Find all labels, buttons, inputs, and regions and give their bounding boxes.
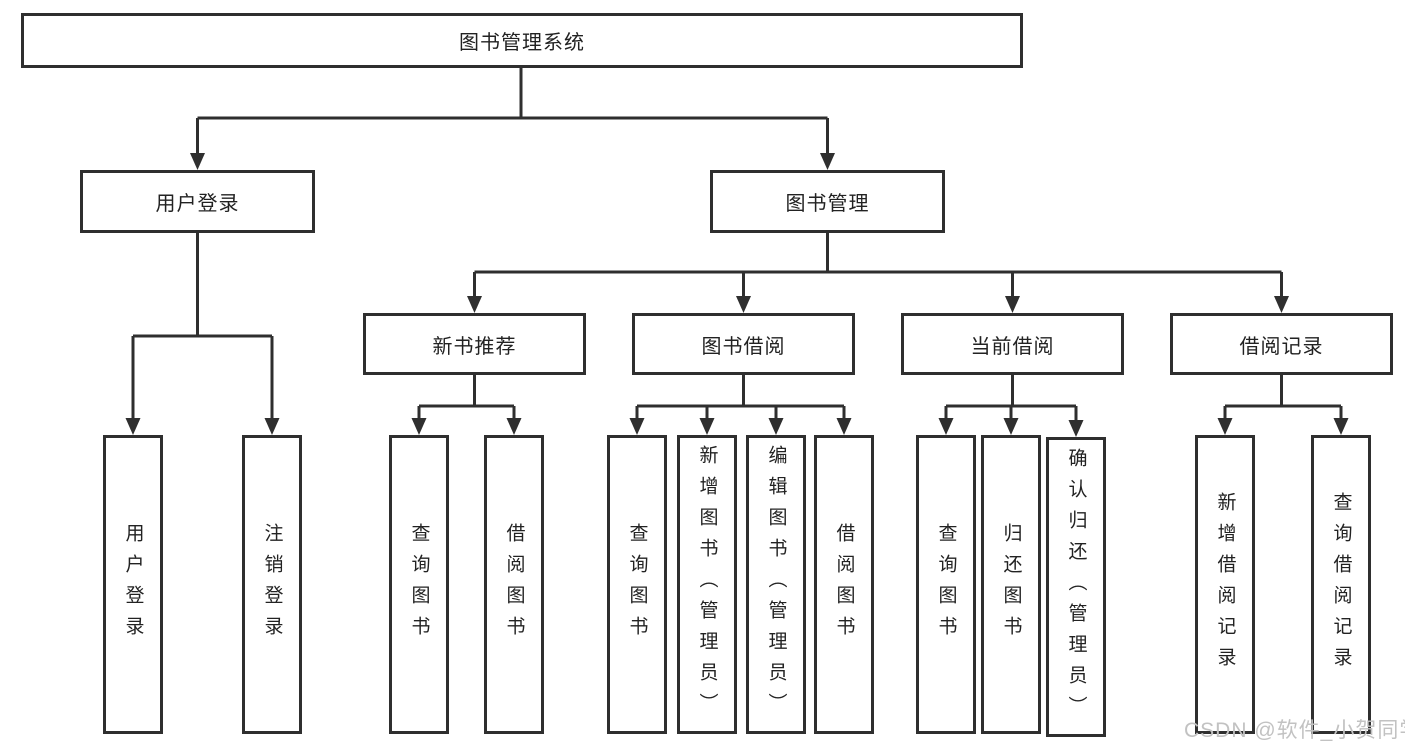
leaf-record-add-borrow-record: 新增借阅记录 [1195,435,1255,734]
node-book-borrowing: 图书借阅 [632,313,855,375]
connector-book-borrow-children [629,375,852,435]
connector-current-borrow-children [938,375,1084,437]
node-book-management: 图书管理 [710,170,945,233]
node-new-book-recommendation: 新书推荐 [363,313,586,375]
node-user-login: 用户登录 [80,170,315,233]
connector-book-management-sections [467,233,1289,313]
leaf-newbook-borrow-books: 借阅图书 [484,435,544,734]
node-current-borrowing: 当前借阅 [901,313,1124,375]
connector-new-book-children [411,375,522,435]
connector-root-to-level2 [190,68,835,170]
leaf-borrow-edit-books-admin: 编辑图书（管理员） [746,435,806,734]
leaf-current-confirm-return-admin: 确认归还（管理员） [1046,437,1106,737]
connector-borrow-record-children [1217,375,1349,435]
leaf-borrow-borrow-books: 借阅图书 [814,435,874,734]
connector-user-login-children [125,233,280,435]
leaf-borrow-query-books: 查询图书 [607,435,667,734]
node-library-management-system: 图书管理系统 [21,13,1023,68]
csdn-watermark: CSDN @软件_小贺同学 [1184,719,1405,742]
leaf-record-query-borrow-record: 查询借阅记录 [1311,435,1371,734]
leaf-newbook-query-books: 查询图书 [389,435,449,734]
leaf-borrow-add-books-admin: 新增图书（管理员） [677,435,737,734]
node-borrowing-records: 借阅记录 [1170,313,1393,375]
leaf-user-login: 用户登录 [103,435,163,734]
leaf-current-query-books: 查询图书 [916,435,976,734]
leaf-logout: 注销登录 [242,435,302,734]
leaf-current-return-books: 归还图书 [981,435,1041,734]
